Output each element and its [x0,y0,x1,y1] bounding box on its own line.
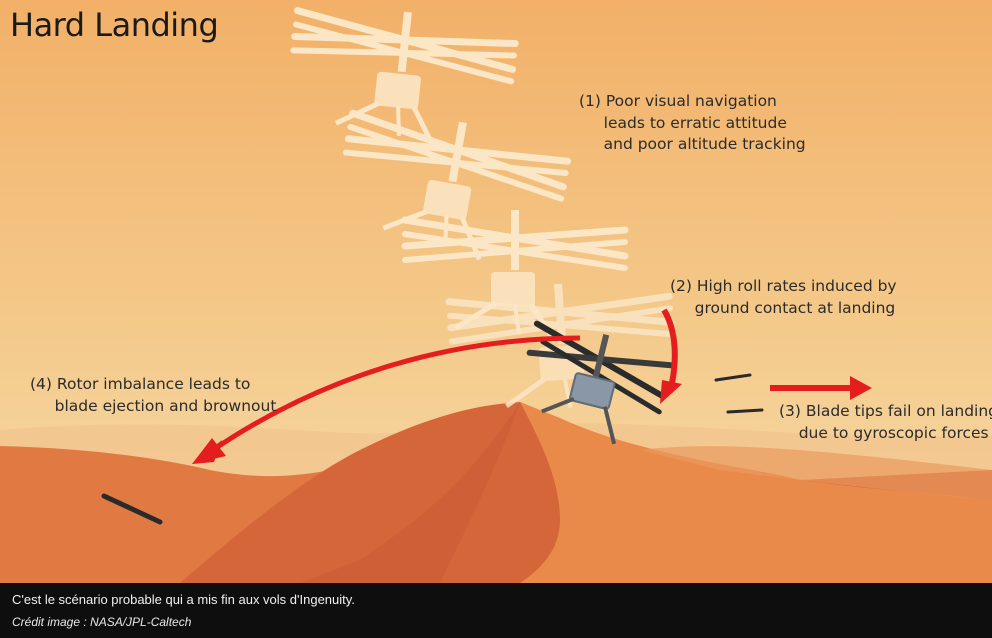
diagram-title: Hard Landing [10,6,219,44]
ejected-blade-left [101,493,163,525]
note-roll-rates: (2) High roll rates induced by ground co… [670,277,897,317]
note-rotor-imbalance: (4) Rotor imbalance leads to blade eject… [30,375,277,415]
caption-bar: C'est le scénario probable qui a mis fin… [0,583,992,638]
image-credit: Crédit image : NASA/JPL-Caltech [12,615,192,629]
blade-tip-fragment-2 [726,408,764,414]
diagram-stage: Hard Landing (1) Poor visual navigation … [0,0,992,583]
note-poor-navigation: (1) Poor visual navigation leads to erra… [579,92,806,153]
caption-text: C'est le scénario probable qui a mis fin… [12,592,355,607]
note-blade-tips: (3) Blade tips fail on landing due to gy… [779,402,992,442]
rotor-imbalance-arrow [208,335,581,455]
scene-illustration [0,0,992,583]
landed-helicopter [526,320,674,445]
blade-tip-fragment-1 [714,373,752,382]
